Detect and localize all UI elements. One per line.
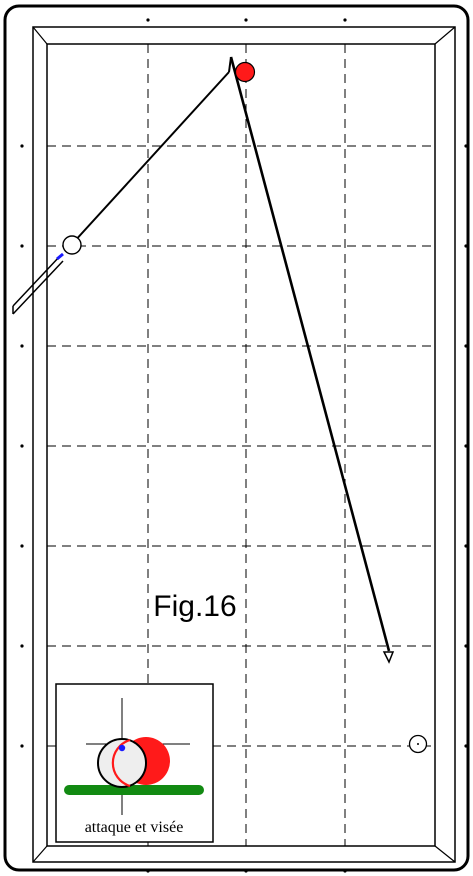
inset-overlap-arc (111, 738, 131, 788)
diamond (343, 869, 347, 873)
diamond (464, 444, 468, 448)
inset-caption: attaque et visée (85, 819, 184, 836)
diamond (20, 244, 24, 248)
trajectory-arrowhead (382, 651, 395, 664)
impact-point (118, 744, 126, 752)
diamond (244, 869, 248, 873)
cushion-corner (434, 26, 456, 45)
diamond (20, 444, 24, 448)
trajectory-rebound (229, 56, 391, 652)
inset-panel: attaque et visée (55, 683, 214, 843)
diamond (244, 18, 248, 22)
cushion-outer (32, 26, 456, 863)
cue-stick (12, 252, 64, 315)
diamond (464, 744, 468, 748)
figure-label: Fig.16 (153, 590, 236, 623)
diamond (464, 244, 468, 248)
diamond (20, 144, 24, 148)
diamond (20, 644, 24, 648)
trajectory-line (72, 56, 395, 664)
cushion-corner (32, 845, 48, 863)
diamond (464, 644, 468, 648)
diamond (464, 344, 468, 348)
cushion-inner (46, 43, 436, 847)
diamond (20, 744, 24, 748)
rail-diamonds (20, 18, 468, 873)
diamond (146, 869, 150, 873)
target-ball (408, 734, 428, 754)
inset-cue-ball (97, 738, 147, 788)
cloth-strip (64, 785, 204, 795)
cushion-corner (434, 845, 456, 863)
table-outer-frame (3, 4, 470, 872)
cue-ball (62, 235, 82, 255)
diamond (20, 544, 24, 548)
diamond (464, 544, 468, 548)
diamond (464, 144, 468, 148)
diamond (343, 18, 347, 22)
trajectory-approach (72, 71, 230, 244)
object-ball (234, 61, 256, 83)
cushion-corner (32, 26, 48, 45)
diamond (20, 344, 24, 348)
diamond (146, 18, 150, 22)
